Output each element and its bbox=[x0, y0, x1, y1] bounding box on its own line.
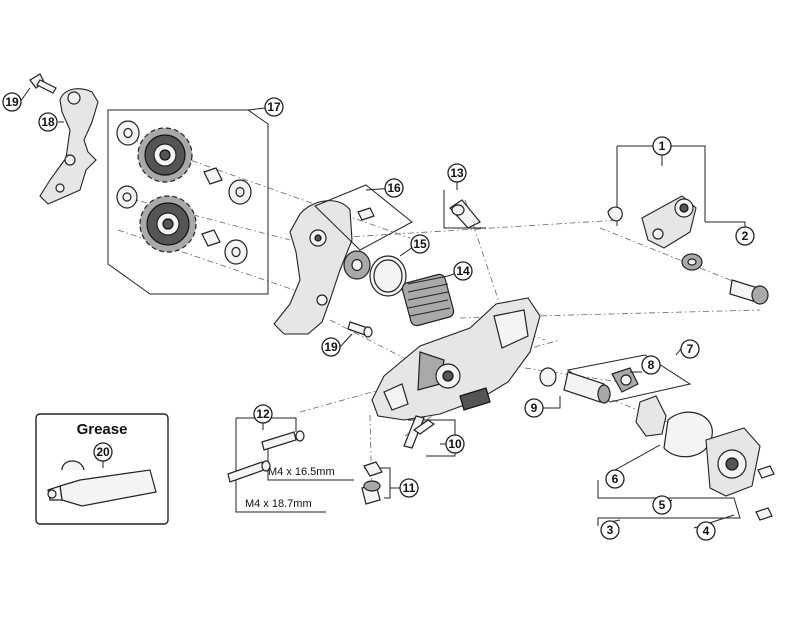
svg-text:14: 14 bbox=[456, 264, 470, 278]
svg-text:19: 19 bbox=[324, 340, 338, 354]
svg-text:15: 15 bbox=[413, 237, 427, 251]
svg-text:9: 9 bbox=[531, 401, 538, 415]
svg-text:5: 5 bbox=[659, 498, 666, 512]
callout-12: 12 bbox=[253, 404, 273, 424]
callout-13: 13 bbox=[447, 163, 467, 183]
part-15-ring bbox=[369, 255, 407, 297]
callout-6: 6 bbox=[605, 469, 625, 489]
callout-14: 14 bbox=[453, 261, 473, 281]
callout-2: 2 bbox=[735, 226, 755, 246]
callout-16: 16 bbox=[384, 178, 404, 198]
part-11-bolt bbox=[361, 461, 391, 505]
svg-text:10: 10 bbox=[448, 437, 462, 451]
svg-text:1: 1 bbox=[659, 139, 666, 153]
svg-text:6: 6 bbox=[612, 472, 619, 486]
callout-18: 18 bbox=[38, 112, 58, 132]
part-18-outer-plate bbox=[39, 88, 99, 205]
callout-4: 4 bbox=[696, 521, 716, 541]
callout-10: 10 bbox=[445, 434, 465, 454]
svg-text:4: 4 bbox=[703, 524, 710, 538]
svg-text:3: 3 bbox=[607, 523, 614, 537]
svg-text:7: 7 bbox=[687, 342, 694, 356]
bolt-long-dimension: M4 x 18.7mm bbox=[245, 498, 312, 510]
main-body bbox=[371, 297, 541, 421]
svg-text:13: 13 bbox=[450, 166, 464, 180]
svg-text:17: 17 bbox=[267, 100, 281, 114]
upper-pulley bbox=[137, 127, 193, 183]
part-19-bolt-lower bbox=[347, 321, 373, 338]
inner-cage-plate bbox=[273, 200, 353, 335]
callout-3: 3 bbox=[600, 520, 620, 540]
callout-5: 5 bbox=[652, 495, 672, 515]
part-14-spring bbox=[401, 273, 455, 327]
parts-3-to-6 bbox=[597, 395, 775, 526]
callout-1: 1 bbox=[652, 136, 672, 156]
svg-text:20: 20 bbox=[96, 445, 110, 459]
svg-text:19: 19 bbox=[5, 95, 19, 109]
grease-box: Grease bbox=[35, 413, 169, 525]
part-13-clip bbox=[443, 190, 486, 229]
callout-17: 17 bbox=[264, 97, 284, 117]
bolt-short-dimension: M4 x 16.5mm bbox=[268, 466, 335, 478]
part-19-bolt-top bbox=[29, 73, 57, 94]
callout-19-lower: 19 bbox=[321, 337, 341, 357]
callout-19-top: 19 bbox=[2, 92, 22, 112]
grease-title: Grease bbox=[77, 421, 128, 438]
part-1-bracket-set bbox=[607, 145, 769, 305]
callout-8: 8 bbox=[641, 355, 661, 375]
svg-text:2: 2 bbox=[742, 229, 749, 243]
part-12-bolts bbox=[227, 417, 354, 513]
callout-15: 15 bbox=[410, 234, 430, 254]
callout-7: 7 bbox=[680, 339, 700, 359]
svg-text:18: 18 bbox=[41, 115, 55, 129]
svg-text:11: 11 bbox=[403, 481, 416, 495]
part-17-pulley-kit bbox=[107, 109, 269, 295]
callout-20: 20 bbox=[93, 442, 113, 462]
callout-11: 11 bbox=[399, 478, 419, 498]
parts-7-8-9 bbox=[539, 354, 692, 404]
svg-text:12: 12 bbox=[256, 407, 270, 421]
callout-9: 9 bbox=[524, 398, 544, 418]
part-16-set bbox=[314, 184, 413, 280]
svg-text:8: 8 bbox=[648, 358, 655, 372]
svg-text:16: 16 bbox=[387, 181, 401, 195]
lower-pulley bbox=[139, 195, 197, 253]
